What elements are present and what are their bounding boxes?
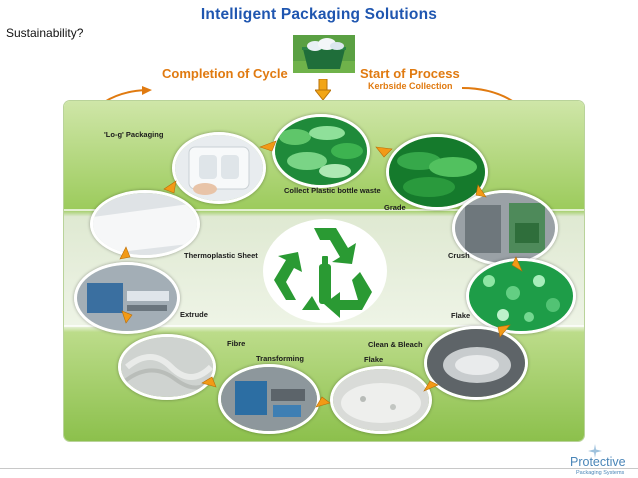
log-packaging-photo	[172, 132, 266, 204]
fibre-label: Fibre	[227, 339, 246, 348]
extrude-label: Extrude	[180, 310, 208, 319]
arrow-icon	[121, 310, 133, 324]
page-title: Intelligent Packaging Solutions	[200, 6, 438, 23]
start-of-process-label: Start of Process	[360, 66, 460, 81]
band-divider	[64, 325, 584, 327]
clean-bleach-label: Clean & Bleach	[368, 340, 423, 349]
arrow-icon	[475, 184, 487, 198]
recycle-bin-photo	[293, 35, 355, 73]
arrow-icon	[163, 180, 177, 194]
transforming-label: Transforming	[256, 354, 304, 363]
crush-label: Crush	[448, 251, 470, 260]
arrow-icon	[423, 380, 439, 392]
transforming-machine-photo	[218, 364, 320, 434]
step-arrows	[119, 140, 523, 408]
arrow-icon	[497, 324, 511, 338]
thermoplastic-sheet-label: Thermoplastic Sheet	[184, 251, 258, 260]
collect-bottles-photo	[272, 114, 370, 188]
arrow-icon	[375, 146, 393, 158]
fibre-photo	[118, 334, 216, 400]
arrow-icon	[315, 396, 331, 408]
flake-bottom-label: Flake	[364, 355, 384, 364]
kerbside-collection-label: Kerbside Collection	[368, 81, 453, 91]
subtitle: Sustainability?	[6, 26, 84, 40]
logo-subtitle: Packaging Systems	[576, 470, 625, 476]
band-divider	[64, 209, 584, 211]
grade-label: Grade	[384, 203, 406, 212]
arrow-icon	[511, 256, 523, 272]
arrow-icon	[119, 246, 131, 260]
arrow-icon	[201, 376, 217, 388]
crush-machine-photo	[452, 190, 558, 266]
down-arrow-icon	[313, 78, 333, 106]
log-packaging-label: 'Lo-g' Packaging	[104, 130, 164, 139]
clean-bleach-photo	[424, 326, 528, 400]
collect-label: Collect Plastic bottle waste	[284, 186, 381, 195]
grade-photo	[386, 134, 488, 210]
thermoplastic-sheet-photo	[90, 190, 200, 258]
completion-of-cycle-label: Completion of Cycle	[162, 66, 288, 81]
recycle-symbol-icon	[262, 218, 388, 324]
logo-star-icon	[588, 444, 602, 463]
white-flake-photo	[330, 366, 432, 434]
green-flake-photo	[466, 258, 576, 334]
flake-top-label: Flake	[451, 311, 471, 320]
arrow-icon	[259, 140, 277, 152]
footer-divider	[0, 468, 638, 469]
logo-name: Protective	[570, 455, 626, 469]
